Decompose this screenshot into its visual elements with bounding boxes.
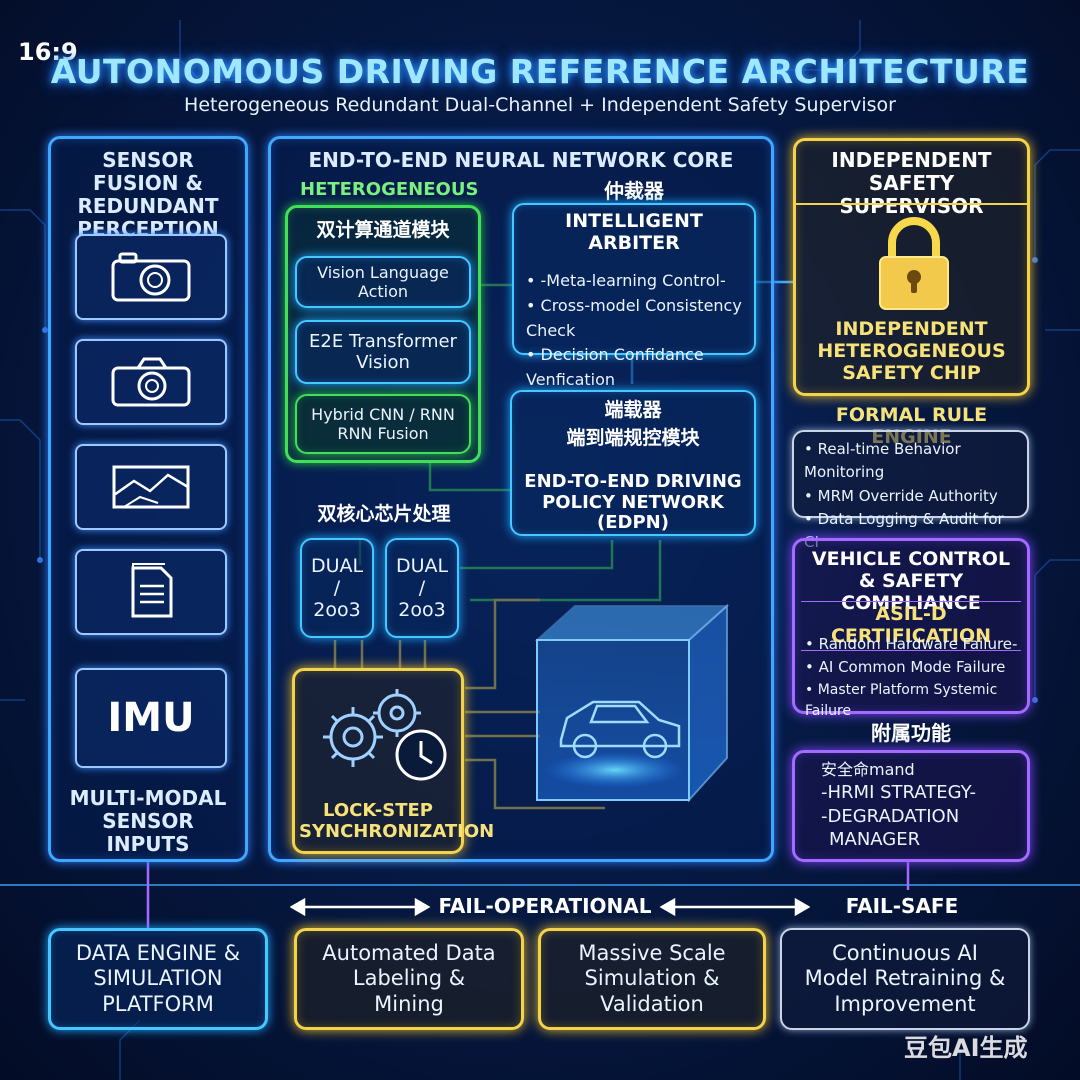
bottom-box-label: DATA ENGINE & SIMULATION PLATFORM [75, 941, 241, 1016]
lockstep-label: LOCK-STEP SYNCHRONIZATION [299, 800, 495, 842]
aux-function-box: 安全命mand -HRMI STRATEGY- -DEGRADATION MAN… [792, 750, 1030, 862]
arbiter-title: INTELLIGENT ARBITER [565, 210, 703, 254]
asil-d-cert-label: ASIL-D CERTIFICATION [801, 601, 1021, 651]
car-icon [559, 700, 681, 759]
aux-item: -DEGRADATION [821, 805, 960, 827]
dual-chip-line: DUAL [395, 555, 449, 577]
page-title: AUTONOMOUS DRIVING REFERENCE ARCHITECTUR… [50, 52, 1030, 91]
aux-item: MANAGER [829, 829, 921, 851]
bottom-box-label: Continuous AI Model Retraining & Improve… [804, 941, 1006, 1016]
sensor-fusion-panel: SENSOR FUSION & REDUNDANT PERCEPTION [48, 136, 248, 862]
vehicle-control-compliance-panel: VEHICLE CONTROL & SAFETY COMPLIANCE ASIL… [792, 538, 1030, 719]
sensor-imu: IMU [75, 668, 227, 768]
dual-chip-line: DUAL [310, 555, 364, 577]
model-retraining-box: Continuous AI Model Retraining & Improve… [780, 928, 1030, 1030]
aux-item: -HRMI STRATEGY- [821, 782, 976, 804]
vehicle-cube-visual [535, 603, 730, 803]
rule-engine-item: • MRM Override Authority [804, 486, 998, 505]
watermark-text: 豆包AI生成 [904, 1034, 1028, 1062]
dual-chip-2: DUAL / 2oo3 [385, 538, 459, 638]
hetero-item-label: Vision Language Action [317, 263, 449, 301]
radar-map-icon [112, 465, 190, 509]
edpn-cn-label-2: 端到端规控模块 [566, 427, 700, 449]
gears-clock-icon [323, 689, 447, 781]
fail-safe-label: FAIL-SAFE [845, 894, 959, 918]
dual-core-label: 双核心芯片处理 [317, 503, 451, 525]
compliance-item: • Master Platform Systemic Failure [805, 681, 998, 720]
dual-chip-1: DUAL / 2oo3 [300, 538, 374, 638]
edpn-cn-label-1: 端载器 [604, 399, 662, 421]
hetero-module-title: 双计算通道模块 [316, 219, 450, 241]
supervisor-divider [796, 203, 1027, 205]
lockstep-sync-module: LOCK-STEP SYNCHRONIZATION [292, 668, 495, 854]
rule-engine-box: • Real-time Behavior Monitoring • MRM Ov… [792, 430, 1029, 551]
hetero-channel-module: 双计算通道模块 Vision Language Action E2E Trans… [285, 205, 481, 463]
sensor-fusion-title: SENSOR FUSION & REDUNDANT PERCEPTION [77, 148, 219, 241]
safety-chip-label: INDEPENDENT HETEROGENEOUS SAFETY CHIP [817, 318, 1006, 384]
arbiter-item: • Decision Confidance Venfication [526, 345, 704, 390]
compliance-title: VEHICLE CONTROL & SAFETY COMPLIANCE [811, 548, 1011, 614]
fail-operational-label: FAIL-OPERATIONAL [438, 894, 652, 918]
sensor-camera-1 [75, 234, 227, 320]
simulation-validation-box: Massive Scale Simulation & Validation [538, 928, 766, 1030]
arbiter-cn-label: 仲裁器 [604, 179, 664, 203]
supervisor-title: INDEPENDENT SAFETY SUPERVISOR [831, 148, 992, 218]
arbiter-item: • Cross-model Consistency Check [526, 295, 742, 340]
hetero-item-vla: Vision Language Action [295, 256, 471, 308]
sensor-camera-2 [75, 339, 227, 425]
hetero-item-hybrid: Hybrid CNN / RNN RNN Fusion [295, 394, 471, 454]
edpn-title: END-TO-END DRIVING POLICY NETWORK (EDPN) [524, 471, 742, 534]
edpn-module: 端载器 端到端规控模块 END-TO-END DRIVING POLICY NE… [510, 390, 756, 536]
data-engine-platform: DATA ENGINE & SIMULATION PLATFORM [48, 928, 268, 1030]
page-subtitle: Heterogeneous Redundant Dual-Channel + I… [184, 94, 896, 116]
aux-item: 安全命mand [821, 760, 915, 779]
imu-label: IMU [107, 695, 195, 741]
dual-chip-line: 2oo3 [313, 599, 361, 621]
core-title: END-TO-END NEURAL NETWORK CORE [308, 148, 734, 172]
camera-icon [111, 252, 191, 302]
hetero-item-e2e: E2E Transformer Vision [295, 320, 471, 384]
document-icon [131, 563, 173, 618]
sensor-inputs-footer: MULTI-MODAL SENSOR INPUTS [69, 786, 227, 856]
arbiter-item: • -Meta-learning Control- [526, 271, 726, 290]
bottom-box-label: Massive Scale Simulation & Validation [578, 941, 726, 1016]
hetero-item-label: Hybrid CNN / RNN RNN Fusion [311, 405, 455, 443]
dual-chip-line: / [333, 577, 341, 599]
fail-operational-arrows [290, 897, 810, 917]
heterogeneous-label: HETEROGENEOUS [300, 179, 479, 200]
safety-supervisor-panel: INDEPENDENT SAFETY SUPERVISOR INDEPENDEN… [793, 138, 1030, 396]
camera-icon [111, 357, 191, 407]
arbiter-items: • -Meta-learning Control- • Cross-model … [526, 269, 748, 393]
dual-chip-line: 2oo3 [398, 599, 446, 621]
aux-function-cn-label: 附属功能 [871, 721, 951, 745]
dual-chip-line: / [418, 577, 426, 599]
compliance-items: • Random Hardware Failure- • AI Common M… [805, 633, 1023, 723]
compliance-item: • Random Hardware Failure- [805, 635, 1018, 653]
intelligent-arbiter: INTELLIGENT ARBITER • -Meta-learning Con… [512, 203, 756, 389]
automated-labeling-box: Automated Data Labeling & Mining [294, 928, 524, 1030]
rule-engine-item: • Real-time Behavior Monitoring [804, 440, 961, 482]
compliance-item: • AI Common Mode Failure [805, 658, 1006, 677]
aspect-ratio-label: 16:9 [18, 38, 78, 66]
lock-icon [879, 217, 949, 310]
bottom-box-label: Automated Data Labeling & Mining [322, 941, 496, 1016]
hetero-item-label: E2E Transformer Vision [309, 331, 457, 373]
sensor-radar-map [75, 444, 227, 530]
sensor-document [75, 549, 227, 635]
